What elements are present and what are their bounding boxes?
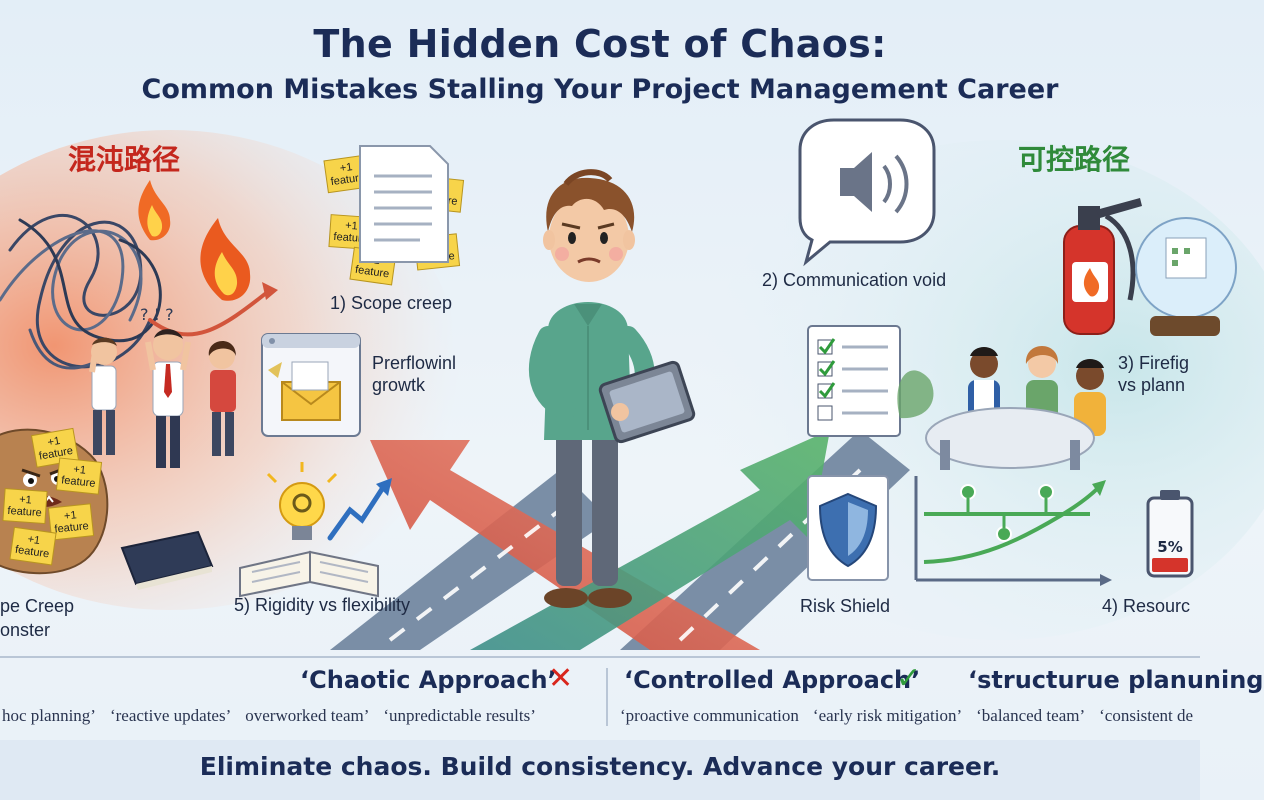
stressed-person — [145, 329, 191, 468]
fire-extinguisher-icon — [1063, 198, 1142, 335]
speech-bubble-icon — [798, 118, 936, 267]
controlled-tag: ‘early risk mitigation’ — [812, 706, 963, 725]
controlled-tag: ‘balanced team’ — [976, 706, 1086, 725]
tablet-icon — [598, 360, 696, 444]
overflowing-inbox-icon — [261, 333, 361, 437]
sticky-note-text: feature — [54, 520, 89, 536]
controlled-tags: ‘proactive communication ‘early risk mit… — [620, 706, 1193, 726]
scope-creep-label: 1) Scope creep — [330, 293, 453, 313]
sticky-note-text: feature — [61, 474, 96, 490]
stressed-person — [89, 337, 117, 455]
open-book-icon — [239, 550, 379, 598]
cross-icon: ✕ — [548, 661, 574, 696]
chaotic-tag: hoc planning’ — [2, 706, 96, 725]
sticky-note-text: +1 — [19, 494, 32, 507]
checkmark-icon — [818, 360, 836, 377]
illustration: ? ! ? +1feature+1feature+1feature+1featu… — [0, 118, 1264, 650]
sticky-note-text: feature — [7, 505, 42, 519]
page-subtitle: Common Mistakes Stalling Your Project Ma… — [141, 74, 1059, 105]
chaotic-path-label: 混沌路径 — [68, 143, 181, 176]
overflowing-growth-label: Prerflowinl growtk — [372, 353, 457, 395]
chaotic-tag: ‘unpredictable results’ — [383, 706, 536, 725]
lightbulb-icon — [266, 462, 338, 540]
rigidity-label: 5) Rigidity vs flexibility — [234, 595, 411, 615]
risk-shield-icon — [807, 475, 889, 581]
footer-tagline: Eliminate chaos. Build consistency. Adva… — [199, 752, 1001, 781]
scope-creep-monster-label: pe Creep onster — [0, 596, 75, 640]
chaotic-tag: overworked team’ — [245, 706, 370, 725]
book-icon — [120, 530, 214, 590]
stressed-person — [208, 340, 236, 456]
approach-divider — [606, 668, 608, 726]
controlled-tag: ‘consistent de — [1099, 706, 1194, 725]
controlled-approach-title: ‘Controlled Approach’ — [624, 666, 921, 694]
sticky-note-text: +1 — [47, 435, 61, 449]
checkbox-icon — [817, 405, 833, 421]
check-icon: ✓ — [896, 661, 922, 696]
sticky-note-text: +1 — [64, 509, 78, 522]
low-battery-icon: 5% — [1146, 490, 1194, 578]
checkmark-icon — [818, 338, 836, 355]
checkmark-icon — [818, 382, 836, 399]
sticky-note-text: +1 — [73, 464, 87, 477]
sticky-note-text: feature — [354, 264, 390, 281]
stressed-team: ? ! ? — [89, 305, 236, 468]
document-icon — [359, 145, 449, 263]
divider-line — [0, 656, 1200, 658]
controlled-tag: ‘proactive communication — [620, 706, 799, 725]
chaotic-tags: hoc planning’ ‘reactive updates’ overwor… — [2, 706, 536, 726]
footer-band — [0, 740, 1200, 800]
growth-timeline-icon — [914, 476, 1112, 586]
sticky-note-text: +1 — [27, 533, 41, 547]
balanced-team — [897, 346, 1106, 470]
chaotic-tag: ‘reactive updates’ — [109, 706, 232, 725]
communication-void-label: 2) Communication void — [762, 270, 947, 290]
infographic: ? ! ? +1feature+1feature+1feature+1featu… — [0, 22, 1264, 800]
page-title: The Hidden Cost of Chaos: — [313, 22, 887, 66]
sticky-note-text: feature — [330, 171, 366, 188]
structured-planning-title: ‘structurue planuning — [968, 666, 1264, 694]
chaotic-approach-title: ‘Chaotic Approach’ — [300, 666, 557, 694]
sticky-note-text: +1 — [339, 161, 353, 175]
sticky-note-text: feature — [14, 544, 50, 561]
battery-level: 5% — [1157, 538, 1182, 556]
controlled-path-label: 可控路径 — [1018, 143, 1131, 176]
sticky-note-text: +1 — [345, 220, 358, 233]
checklist-icon — [807, 325, 901, 437]
green-arrow — [470, 430, 830, 650]
crystal-ball-icon — [1135, 217, 1237, 336]
svg-text:? ! ?: ? ! ? — [140, 305, 174, 324]
central-person — [529, 169, 696, 608]
growth-arrow-icon — [327, 478, 392, 541]
risk-shield-label: Risk Shield — [800, 596, 891, 616]
flame-icon — [138, 180, 251, 301]
resource-label: 4) Resourc — [1102, 596, 1191, 616]
firefighting-label: 3) Firefig vs plann — [1118, 353, 1190, 395]
